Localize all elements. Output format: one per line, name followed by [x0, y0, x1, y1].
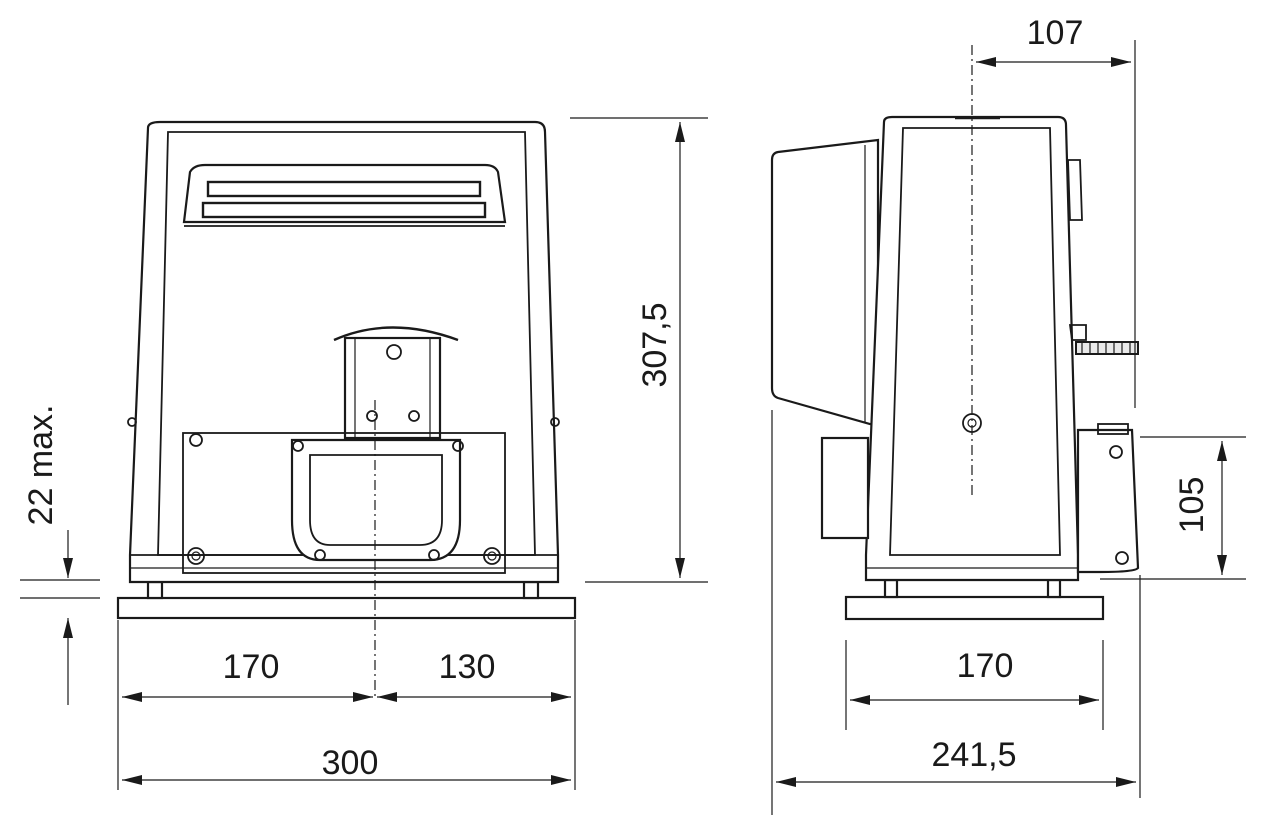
front-view [116, 120, 577, 700]
control-unit-box [770, 138, 880, 426]
side-base-plate [844, 595, 1105, 621]
dim-axis-to-back: 107 [1027, 14, 1084, 52]
dim-total-depth: 241,5 [931, 736, 1016, 774]
dim-base-width: 170 [957, 647, 1014, 685]
dim-pinion-height: 105 [1173, 477, 1211, 534]
front-foot-left [146, 580, 164, 600]
front-vent-grill [182, 163, 507, 224]
rack-teeth [1075, 341, 1139, 355]
side-lower-left-box [820, 436, 870, 540]
front-lower-box [182, 432, 506, 574]
front-base-plate [116, 596, 577, 620]
vent-slot-bottom [201, 201, 487, 219]
pinion-housing [290, 438, 462, 562]
dim-right-of-axis: 130 [439, 648, 496, 686]
dim-foundation: 22 max. [22, 405, 60, 526]
screw-icons [127, 417, 560, 565]
release-cover-top [333, 326, 459, 342]
vent-slot-top [206, 180, 482, 198]
side-view [770, 45, 1140, 621]
side-dimensions: 107 105 170 241,5 [771, 14, 1246, 815]
release-compartment [343, 336, 442, 440]
front-foot-right [522, 580, 540, 600]
dim-left-of-axis: 170 [223, 648, 280, 686]
dim-total-width: 300 [322, 744, 379, 782]
side-pinion-block [1076, 428, 1140, 574]
dim-total-height: 307,5 [636, 302, 674, 387]
front-dimensions: 307,5 22 max. 170 130 300 [20, 117, 708, 790]
release-lock-icon [386, 344, 402, 360]
